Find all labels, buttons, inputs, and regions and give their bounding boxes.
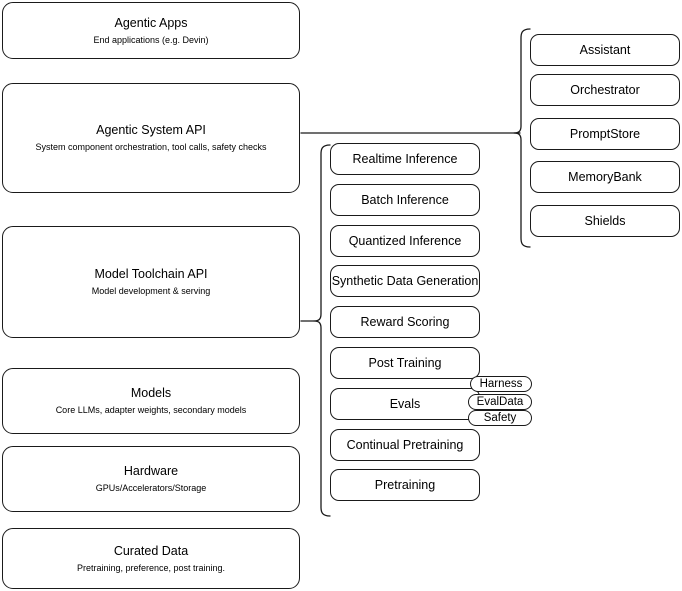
layer-title: Hardware — [123, 464, 179, 478]
layer-subtitle: GPUs/Accelerators/Storage — [95, 483, 207, 493]
chip-label: PromptStore — [569, 127, 641, 141]
toolchain-reward-scoring[interactable]: Reward Scoring — [330, 306, 480, 338]
toolchain-post-training[interactable]: Post Training — [330, 347, 480, 379]
chip-label: Post Training — [368, 356, 442, 370]
brace-system-components — [513, 28, 531, 248]
layer-curated-data[interactable]: Curated Data Pretraining, preference, po… — [2, 528, 300, 589]
layer-agentic-system-api[interactable]: Agentic System API System component orch… — [2, 83, 300, 193]
layer-title: Models — [130, 386, 172, 400]
pill-label: Harness — [479, 378, 523, 390]
toolchain-realtime-inference[interactable]: Realtime Inference — [330, 143, 480, 175]
toolchain-evals[interactable]: Evals — [330, 388, 480, 420]
pill-label: EvalData — [476, 396, 524, 408]
layer-agentic-apps[interactable]: Agentic Apps End applications (e.g. Devi… — [2, 2, 300, 59]
toolchain-batch-inference[interactable]: Batch Inference — [330, 184, 480, 216]
system-component-shields[interactable]: Shields — [530, 205, 680, 237]
toolchain-pretraining[interactable]: Pretraining — [330, 469, 480, 501]
system-component-promptstore[interactable]: PromptStore — [530, 118, 680, 150]
chip-label: Quantized Inference — [348, 234, 462, 248]
pill-label: Safety — [483, 412, 517, 424]
evals-badge-evaldata[interactable]: EvalData — [468, 394, 532, 410]
chip-label: Assistant — [579, 43, 631, 57]
system-component-orchestrator[interactable]: Orchestrator — [530, 74, 680, 106]
evals-badge-safety[interactable]: Safety — [468, 410, 532, 426]
chip-label: Pretraining — [374, 478, 436, 492]
layer-subtitle: Model development & serving — [91, 286, 211, 296]
layer-hardware[interactable]: Hardware GPUs/Accelerators/Storage — [2, 446, 300, 512]
chip-label: MemoryBank — [568, 170, 642, 184]
chip-label: Continual Pretraining — [346, 438, 464, 452]
chip-label: Orchestrator — [570, 83, 640, 97]
layer-models[interactable]: Models Core LLMs, adapter weights, secon… — [2, 368, 300, 434]
layer-model-toolchain-api[interactable]: Model Toolchain API Model development & … — [2, 226, 300, 338]
toolchain-quantized-inference[interactable]: Quantized Inference — [330, 225, 480, 257]
chip-label: Batch Inference — [361, 193, 449, 207]
layer-subtitle: System component orchestration, tool cal… — [35, 142, 267, 152]
brace-toolchain-components — [313, 144, 331, 517]
toolchain-synthetic-data-generation[interactable]: Synthetic Data Generation — [330, 265, 480, 297]
layer-subtitle: End applications (e.g. Devin) — [93, 34, 209, 45]
chip-label: Shields — [584, 214, 626, 228]
layer-subtitle: Pretraining, preference, post training. — [76, 562, 226, 573]
chip-label: Evals — [389, 397, 421, 411]
evals-badge-harness[interactable]: Harness — [470, 376, 532, 392]
system-component-assistant[interactable]: Assistant — [530, 34, 680, 66]
toolchain-continual-pretraining[interactable]: Continual Pretraining — [330, 429, 480, 461]
chip-label: Reward Scoring — [360, 315, 450, 329]
layer-title: Agentic Apps — [114, 15, 188, 30]
layer-title: Agentic System API — [96, 123, 206, 137]
layer-title: Curated Data — [113, 543, 189, 558]
chip-label: Realtime Inference — [352, 152, 458, 166]
chip-label: Synthetic Data Generation — [331, 274, 479, 288]
layer-subtitle: Core LLMs, adapter weights, secondary mo… — [55, 405, 247, 415]
layer-title: Model Toolchain API — [94, 267, 208, 281]
system-component-memorybank[interactable]: MemoryBank — [530, 161, 680, 193]
